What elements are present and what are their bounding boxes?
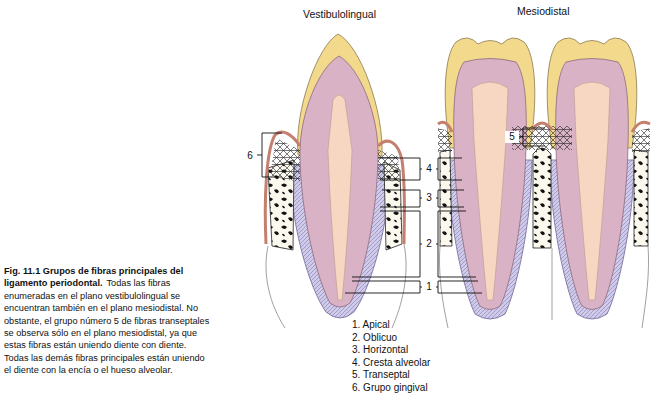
bracket [438, 281, 482, 293]
view-heading: Mesiodistal [517, 5, 570, 17]
mucosa-line [266, 246, 285, 328]
bracket [345, 281, 420, 293]
gingival-fibers [438, 128, 452, 152]
figure-caption: Fig. 11.1 Grupos de fibras principales d… [4, 265, 212, 377]
callout-number: 3 [422, 192, 436, 204]
bracket [380, 190, 420, 207]
dentin [300, 56, 378, 307]
gingival-fibers [632, 128, 650, 152]
bracket [378, 158, 420, 180]
callout-number: 1 [422, 281, 436, 293]
pulp [328, 95, 352, 300]
molar-tooth [547, 38, 637, 319]
legend-item: 4. Cresta alveolar [352, 357, 430, 369]
callout-number: 5 [505, 131, 519, 143]
legend-item: 2. Oblicuo [352, 332, 397, 344]
gingiva [265, 132, 300, 244]
callout-number: 6 [243, 150, 257, 162]
dashed-link [420, 169, 438, 287]
mucosa-line [392, 244, 406, 328]
gingival-fibers [270, 138, 300, 182]
view-heading: Vestibulolingual [303, 8, 376, 20]
bracket [518, 128, 545, 146]
transseptal-fibers [512, 126, 572, 150]
bracket [438, 211, 476, 277]
bracket [438, 190, 464, 207]
alveolar-bone [440, 150, 452, 246]
callout-number: 4 [422, 163, 436, 175]
gingiva [438, 122, 650, 132]
legend-item: 1. Apical [352, 319, 390, 331]
legend-item: 5. Transeptal [352, 369, 410, 381]
alveolar-bone [634, 150, 648, 246]
brackets [257, 128, 545, 293]
bracket [352, 211, 420, 277]
callout-number: 2 [422, 238, 436, 250]
gingiva [378, 141, 405, 244]
bracket [257, 133, 282, 177]
caption-text: Todas las fibras enumeradas en el plano … [4, 278, 209, 375]
molar-teeth [438, 38, 650, 328]
legend-item: 3. Horizontal [352, 344, 408, 356]
legend-item: 6. Grupo gingival [352, 382, 428, 394]
gingival-fibers [378, 150, 400, 182]
incisor-tooth [265, 34, 406, 328]
alveolar-bone [533, 148, 551, 248]
bracket [438, 158, 462, 180]
